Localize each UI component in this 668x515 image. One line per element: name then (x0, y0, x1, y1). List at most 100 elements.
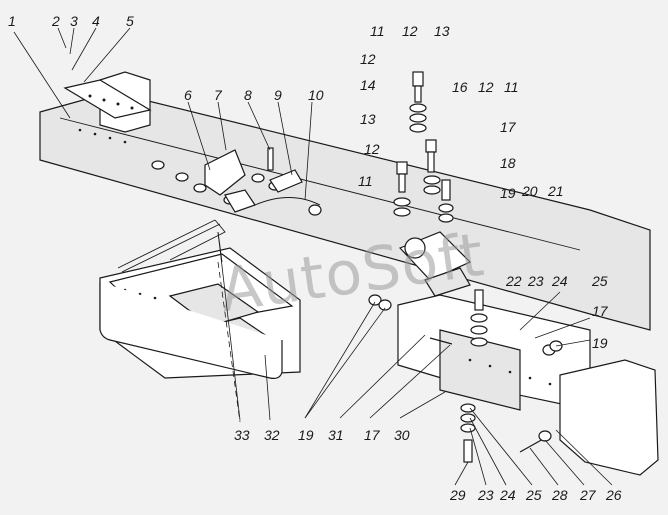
clamp-assembly (204, 147, 322, 216)
callout-29: 29 (449, 487, 466, 503)
frame-beam-flange-line (59, 117, 581, 251)
callout-12c: 12 (364, 141, 380, 157)
bracket-hole (102, 98, 106, 102)
nut (438, 213, 454, 223)
leader-line (369, 344, 451, 419)
callout-11a: 12 (360, 51, 376, 67)
callout-15: 12 (402, 23, 418, 39)
washer (409, 103, 427, 113)
bolt-shank (427, 151, 435, 173)
callout-5: 5 (126, 13, 134, 29)
bracket-hole (116, 102, 120, 106)
callout-17a: 17 (500, 119, 517, 135)
leader-line (544, 439, 585, 486)
nut (538, 430, 552, 442)
leader-line (469, 407, 533, 486)
washer (460, 413, 476, 423)
callout-7: 7 (214, 87, 223, 103)
front-bracket (63, 71, 152, 133)
clamp-sleeve (269, 169, 303, 193)
callout-1: 1 (8, 13, 16, 29)
nut (460, 423, 476, 433)
callout-12b: 12 (478, 79, 494, 95)
callout-labels: 1 2 3 4 5 6 7 8 9 10 11 12 13 12 14 16 1… (8, 13, 622, 503)
callout-19b: 19 (592, 335, 608, 351)
callout-21: 21 (547, 183, 564, 199)
leader-line (187, 101, 211, 171)
leader-line (69, 27, 75, 55)
leader-lines (13, 27, 613, 486)
bumper-hole (488, 364, 492, 368)
callout-26: 26 (605, 487, 622, 503)
washer (368, 294, 382, 306)
leader-line (399, 391, 446, 419)
bolt-shank (398, 173, 406, 193)
rivet-head (193, 183, 207, 193)
nut (393, 207, 411, 217)
leader-line (217, 231, 241, 421)
cross-bolt (429, 337, 453, 345)
bolt-shank (414, 85, 422, 103)
hitch-plate (424, 267, 471, 297)
callout-3: 3 (70, 13, 78, 29)
beam-hole (123, 140, 127, 144)
callout-19c: 19 (298, 427, 314, 443)
clamp-pin (267, 147, 274, 171)
rivet-head (151, 160, 165, 170)
washer (470, 325, 488, 335)
bolt-head (425, 139, 437, 153)
leader-line (304, 307, 386, 419)
bracket-hole (130, 106, 134, 110)
callout-23b: 23 (477, 487, 494, 503)
stud (441, 179, 451, 201)
guard-rail (99, 219, 283, 423)
rivet-head (175, 172, 189, 182)
nut (378, 299, 392, 311)
rail-tube (99, 282, 283, 379)
leader-line (469, 427, 487, 486)
callout-32: 32 (264, 427, 280, 443)
bracket-hole (88, 94, 92, 98)
beam-hole (108, 136, 112, 140)
tray-hole (153, 296, 157, 300)
bolt-head (396, 161, 408, 175)
hitch-ring (404, 237, 426, 259)
rail-arm (169, 219, 226, 261)
callout-17c: 17 (364, 427, 381, 443)
nut (409, 123, 427, 133)
callout-10: 10 (308, 87, 324, 103)
rail-arm (121, 223, 221, 273)
washer (393, 197, 411, 207)
leader-line (529, 447, 559, 486)
callout-13b: 13 (360, 111, 376, 127)
leader-line (339, 334, 426, 419)
callout-8: 8 (244, 87, 252, 103)
bumper-web (439, 329, 521, 411)
callout-12a: 11 (370, 23, 385, 39)
clamp-link (254, 197, 321, 206)
rear-bumper (397, 294, 659, 476)
callout-28: 28 (551, 487, 568, 503)
leader-line (57, 27, 67, 49)
leader-line (304, 101, 313, 201)
leader-line (519, 291, 561, 331)
callout-24b: 24 (499, 487, 516, 503)
clamp-eye (308, 204, 322, 216)
washer (470, 313, 488, 323)
nut (423, 185, 441, 195)
bolt-shank (463, 439, 473, 463)
leader-line (534, 317, 591, 339)
beam-hole (93, 132, 97, 136)
washer (438, 203, 454, 213)
bolt-shank (474, 289, 484, 311)
callout-30: 30 (394, 427, 410, 443)
callout-31: 31 (328, 427, 344, 443)
frame-beam (39, 91, 651, 331)
bumper-hole (468, 358, 472, 362)
washer (460, 403, 476, 413)
washer (423, 175, 441, 185)
upper-fastener-stack (393, 71, 454, 223)
rail-dashed-guide (217, 261, 241, 423)
callout-23a: 23 (527, 273, 544, 289)
